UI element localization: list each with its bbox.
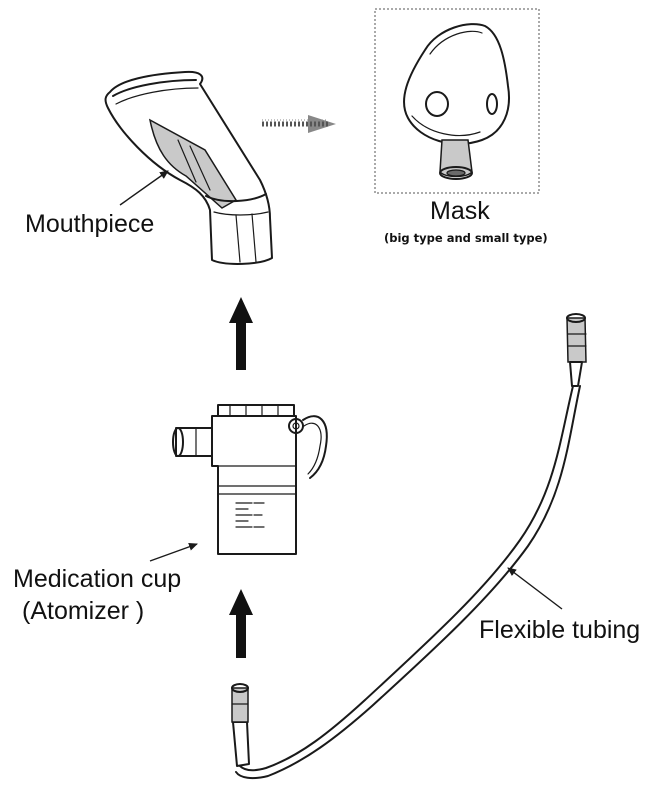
mouthpiece-label: Mouthpiece [25,210,154,239]
up-arrow-upper [229,297,253,370]
flexible-tubing-leader-line [508,568,562,609]
medication-cup-illustration [173,405,327,554]
mask-label: Mask [430,197,490,226]
mouthpiece-leader-line [120,171,168,205]
medication-cup-label: Medication cup [13,565,181,594]
medication-cup-leader-line [150,544,197,561]
interchange-arrow [262,115,336,133]
up-arrow-lower [229,589,253,658]
atomizer-label: (Atomizer ) [22,597,144,626]
mask-illustration [404,24,509,179]
flexible-tubing-label: Flexible tubing [479,616,640,645]
mask-note-label: (big type and small type) [384,231,548,245]
flexible-tubing-illustration [232,314,586,778]
